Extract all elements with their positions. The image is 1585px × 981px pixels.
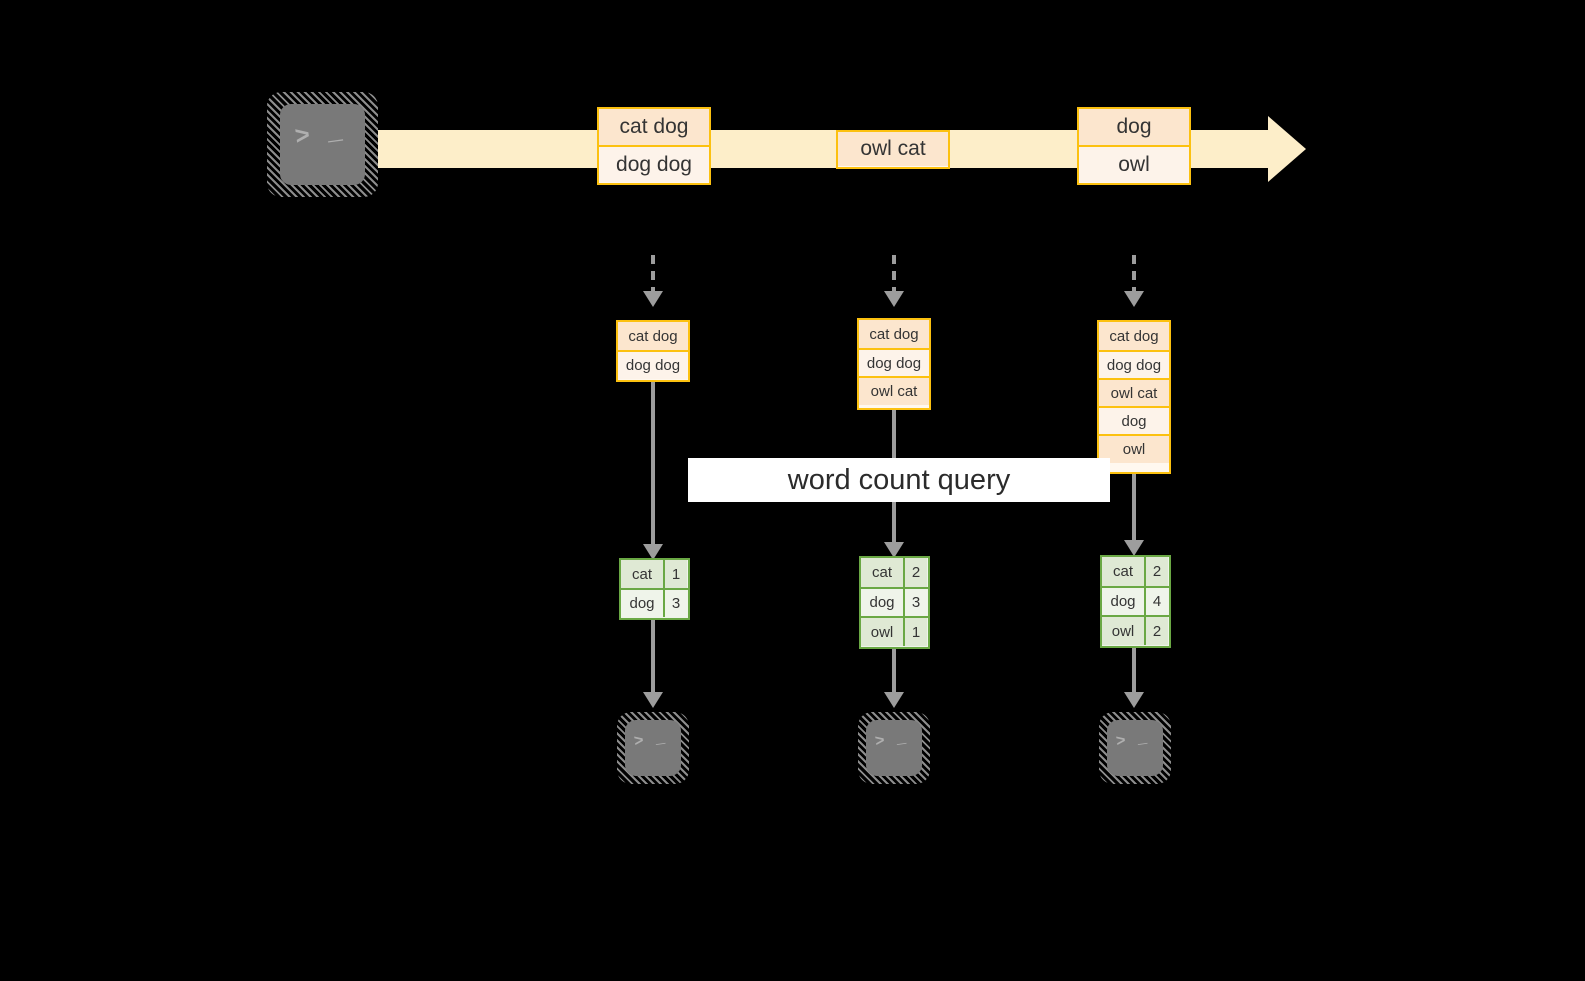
result-count: 2 [1146,617,1168,645]
snapshot-input-box-1[interactable]: cat dog dog dog [616,320,690,382]
result-count: 4 [1146,588,1168,615]
stream-event-line: dog [1079,109,1189,145]
result-row: dog 3 [621,588,688,617]
snapshot-input-box-2[interactable]: cat dog dog dog owl cat [857,318,931,410]
stream-to-snapshot-dashed-line-3 [1132,255,1136,291]
result-word: owl [861,618,905,646]
stream-band-arrowhead [1268,116,1306,182]
result-word: cat [621,560,665,588]
result-word: dog [861,589,905,616]
snapshot-input-row: dog dog [618,350,688,379]
query-label: word count query [688,458,1110,502]
snapshot-input-row: owl cat [1099,378,1169,406]
terminal-prompt-glyph: > _ [1114,728,1149,752]
sink-terminal-icon-3[interactable]: > _ [1099,712,1171,784]
sink-terminal-icon-1[interactable]: > _ [617,712,689,784]
terminal-prompt-glyph: > _ [293,116,345,153]
stream-event-box-2[interactable]: owl cat [836,130,950,169]
snapshot-to-result-arrowhead-3 [1124,540,1144,556]
snapshot-to-result-line-3 [1132,474,1136,552]
result-word: cat [861,558,905,587]
result-word: owl [1102,617,1146,645]
terminal-face [866,720,922,776]
result-table-2[interactable]: cat 2 dog 3 owl 1 [859,556,930,649]
snapshot-input-row: dog [1099,406,1169,434]
snapshot-input-row: cat dog [1099,322,1169,350]
terminal-prompt-glyph: > _ [632,728,667,752]
stream-to-snapshot-arrowhead-3 [1124,291,1144,307]
result-to-sink-arrowhead-2 [884,692,904,708]
result-to-sink-line-3 [1132,648,1136,692]
result-to-sink-line-2 [892,649,896,692]
stream-to-snapshot-arrowhead-2 [884,291,904,307]
snapshot-input-row: cat dog [618,322,688,350]
result-row: owl 2 [1102,615,1169,645]
result-word: dog [621,590,665,617]
sink-terminal-icon-2[interactable]: > _ [858,712,930,784]
snapshot-to-result-arrowhead-1 [643,544,663,560]
snapshot-input-row: dog dog [859,348,929,376]
result-count: 3 [905,589,927,616]
result-to-sink-arrowhead-3 [1124,692,1144,708]
snapshot-input-row: cat dog [859,320,929,348]
result-row: cat 2 [861,558,928,587]
result-to-sink-line-1 [651,620,655,692]
stream-event-line: cat dog [599,109,709,145]
result-table-1[interactable]: cat 1 dog 3 [619,558,690,620]
stream-to-snapshot-dashed-line-1 [651,255,655,291]
result-count: 3 [665,590,687,617]
result-table-3[interactable]: cat 2 dog 4 owl 2 [1100,555,1171,648]
terminal-face [625,720,681,776]
source-terminal-icon[interactable]: > _ [267,92,378,197]
result-word: cat [1102,557,1146,586]
snapshot-to-result-arrowhead-2 [884,542,904,558]
stream-event-box-1[interactable]: cat dog dog dog [597,107,711,185]
result-row: dog 4 [1102,586,1169,615]
result-to-sink-arrowhead-1 [643,692,663,708]
result-row: cat 2 [1102,557,1169,586]
stream-to-snapshot-arrowhead-1 [643,291,663,307]
snapshot-to-result-line-1 [651,382,655,554]
result-row: owl 1 [861,616,928,646]
result-count: 1 [905,618,927,646]
snapshot-input-row: owl [1099,434,1169,463]
stream-event-line: owl cat [838,132,948,166]
result-count: 1 [665,560,687,588]
stream-to-snapshot-dashed-line-2 [892,255,896,291]
result-row: dog 3 [861,587,928,616]
result-count: 2 [1146,557,1168,586]
snapshot-input-row: dog dog [1099,350,1169,378]
terminal-face [280,104,365,185]
terminal-face [1107,720,1163,776]
result-row: cat 1 [621,560,688,588]
result-count: 2 [905,558,927,587]
stream-event-line: owl [1079,145,1189,182]
snapshot-input-box-3[interactable]: cat dog dog dog owl cat dog owl [1097,320,1171,474]
stream-event-line: dog dog [599,145,709,182]
terminal-prompt-glyph: > _ [873,728,908,752]
stream-event-box-3[interactable]: dog owl [1077,107,1191,185]
snapshot-input-row: owl cat [859,376,929,405]
result-word: dog [1102,588,1146,615]
